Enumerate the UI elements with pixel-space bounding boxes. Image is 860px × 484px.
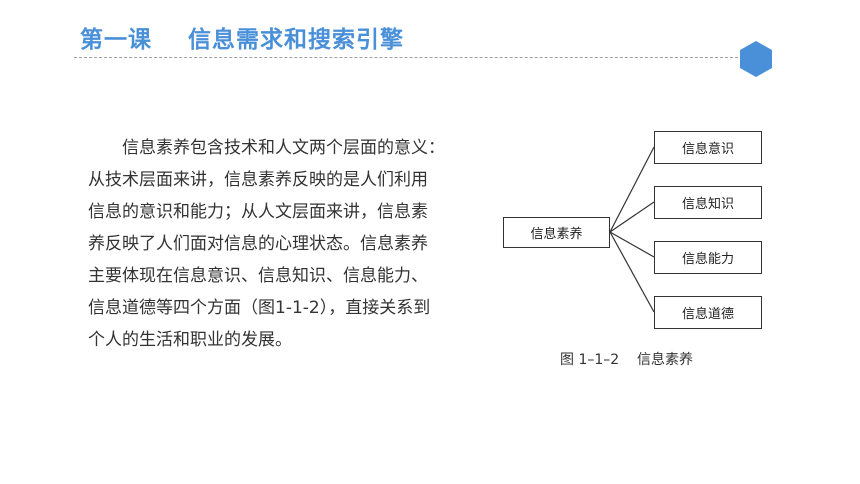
diagram-root-node: 信息素养 <box>503 217 610 248</box>
diagram-node-ethics: 信息道德 <box>654 296 762 329</box>
diagram-node-awareness: 信息意识 <box>654 131 762 164</box>
hexagon-icon <box>740 41 772 77</box>
paragraph-line: 信息的意识和能力；从人文层面来讲，信息素 <box>88 202 428 222</box>
diagram-node-knowledge: 信息知识 <box>654 186 762 219</box>
paragraph-line: 信息素养包含技术和人文两个层面的意义： <box>122 138 445 158</box>
connector-line <box>609 231 655 258</box>
paragraph-line: 个人的生活和职业的发展。 <box>88 330 292 350</box>
connector-line <box>609 146 655 233</box>
diagram-node-ability: 信息能力 <box>654 241 762 274</box>
paragraph-line: 信息道德等四个方面（图1-1-2），直接关系到 <box>88 298 431 318</box>
connector-line <box>609 201 655 233</box>
page-title: 第一课 信息需求和搜索引擎 <box>80 27 405 53</box>
connector-line <box>609 231 655 313</box>
paragraph-line: 养反映了人们面对信息的心理状态。信息素养 <box>88 234 428 254</box>
info-literacy-diagram: 信息素养 信息意识 信息知识 信息能力 信息道德 <box>503 130 765 335</box>
diagram-connectors <box>609 146 655 313</box>
body-paragraph: 信息素养包含技术和人文两个层面的意义： 从技术层面来讲，信息素养反映的是人们利用… <box>88 132 468 356</box>
title-divider <box>74 57 738 58</box>
figure-caption: 图 1–1–2 信息素养 <box>560 352 693 368</box>
paragraph-line: 主要体现在信息意识、信息知识、信息能力、 <box>88 266 428 286</box>
paragraph-line: 从技术层面来讲，信息素养反映的是人们利用 <box>88 170 428 190</box>
